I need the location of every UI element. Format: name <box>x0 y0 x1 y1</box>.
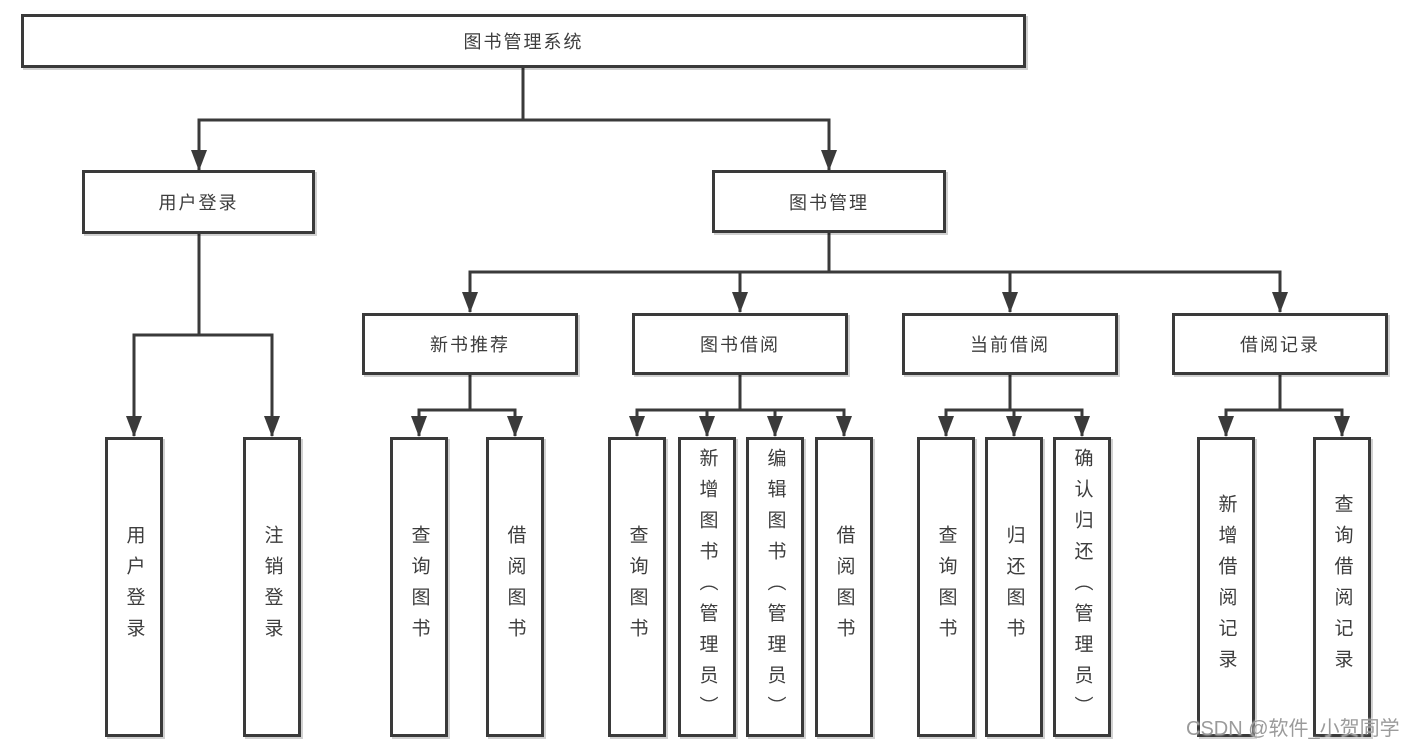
leaf-return-books-label: 归还图书 <box>1003 525 1025 649</box>
connector-skeleton <box>132 66 1344 412</box>
leaf-add-books-admin-label: 新增图书（管理员） <box>696 447 718 727</box>
node-book-management: 图书管理 <box>712 170 946 233</box>
leaf-add-borrow-record-label: 新增借阅记录 <box>1215 494 1237 680</box>
leaf-edit-books-admin-label: 编辑图书（管理员） <box>764 447 786 727</box>
node-new-book-recommend-label: 新书推荐 <box>430 335 510 355</box>
leaf-add-borrow-record: 新增借阅记录 <box>1197 437 1255 737</box>
node-library-system: 图书管理系统 <box>21 14 1026 68</box>
leaf-edit-books-admin: 编辑图书（管理员） <box>746 437 804 737</box>
node-library-system-label: 图书管理系统 <box>463 32 584 52</box>
node-current-borrowing-label: 当前借阅 <box>970 335 1050 355</box>
leaf-borrow-books-borrowing: 借阅图书 <box>815 437 873 737</box>
node-current-borrowing: 当前借阅 <box>902 313 1118 375</box>
leaf-query-books-borrowing-label: 查询图书 <box>626 525 648 649</box>
node-new-book-recommend: 新书推荐 <box>362 313 578 375</box>
leaf-borrow-books-borrowing-label: 借阅图书 <box>833 525 855 649</box>
leaf-query-books-current-label: 查询图书 <box>935 525 957 649</box>
leaf-confirm-return-admin: 确认归还（管理员） <box>1053 437 1111 737</box>
node-user-login-label: 用户登录 <box>158 193 239 213</box>
leaf-query-books-current: 查询图书 <box>917 437 975 737</box>
node-borrow-records-label: 借阅记录 <box>1240 335 1320 355</box>
leaf-user-login: 用户登录 <box>105 437 163 737</box>
leaf-user-login-label: 用户登录 <box>123 525 145 649</box>
leaf-borrow-books-recommend: 借阅图书 <box>486 437 544 737</box>
csdn-watermark: CSDN @软件_小贺同学 <box>1186 718 1400 740</box>
node-book-management-label: 图书管理 <box>789 192 869 213</box>
node-book-borrowing-label: 图书借阅 <box>700 335 780 355</box>
node-borrow-records: 借阅记录 <box>1172 313 1388 375</box>
node-book-borrowing: 图书借阅 <box>632 313 848 375</box>
leaf-query-books-recommend-label: 查询图书 <box>408 525 430 649</box>
connector-arrows <box>126 120 1350 437</box>
leaf-return-books: 归还图书 <box>985 437 1043 737</box>
leaf-confirm-return-admin-label: 确认归还（管理员） <box>1071 447 1093 727</box>
leaf-query-borrow-record: 查询借阅记录 <box>1313 437 1371 737</box>
leaf-borrow-books-recommend-label: 借阅图书 <box>504 525 526 649</box>
leaf-query-borrow-record-label: 查询借阅记录 <box>1331 494 1353 680</box>
leaf-logout-label: 注销登录 <box>261 525 283 649</box>
leaf-logout: 注销登录 <box>243 437 301 737</box>
leaf-add-books-admin: 新增图书（管理员） <box>678 437 736 737</box>
leaf-query-books-recommend: 查询图书 <box>390 437 448 737</box>
node-user-login: 用户登录 <box>82 170 315 234</box>
leaf-query-books-borrowing: 查询图书 <box>608 437 666 737</box>
